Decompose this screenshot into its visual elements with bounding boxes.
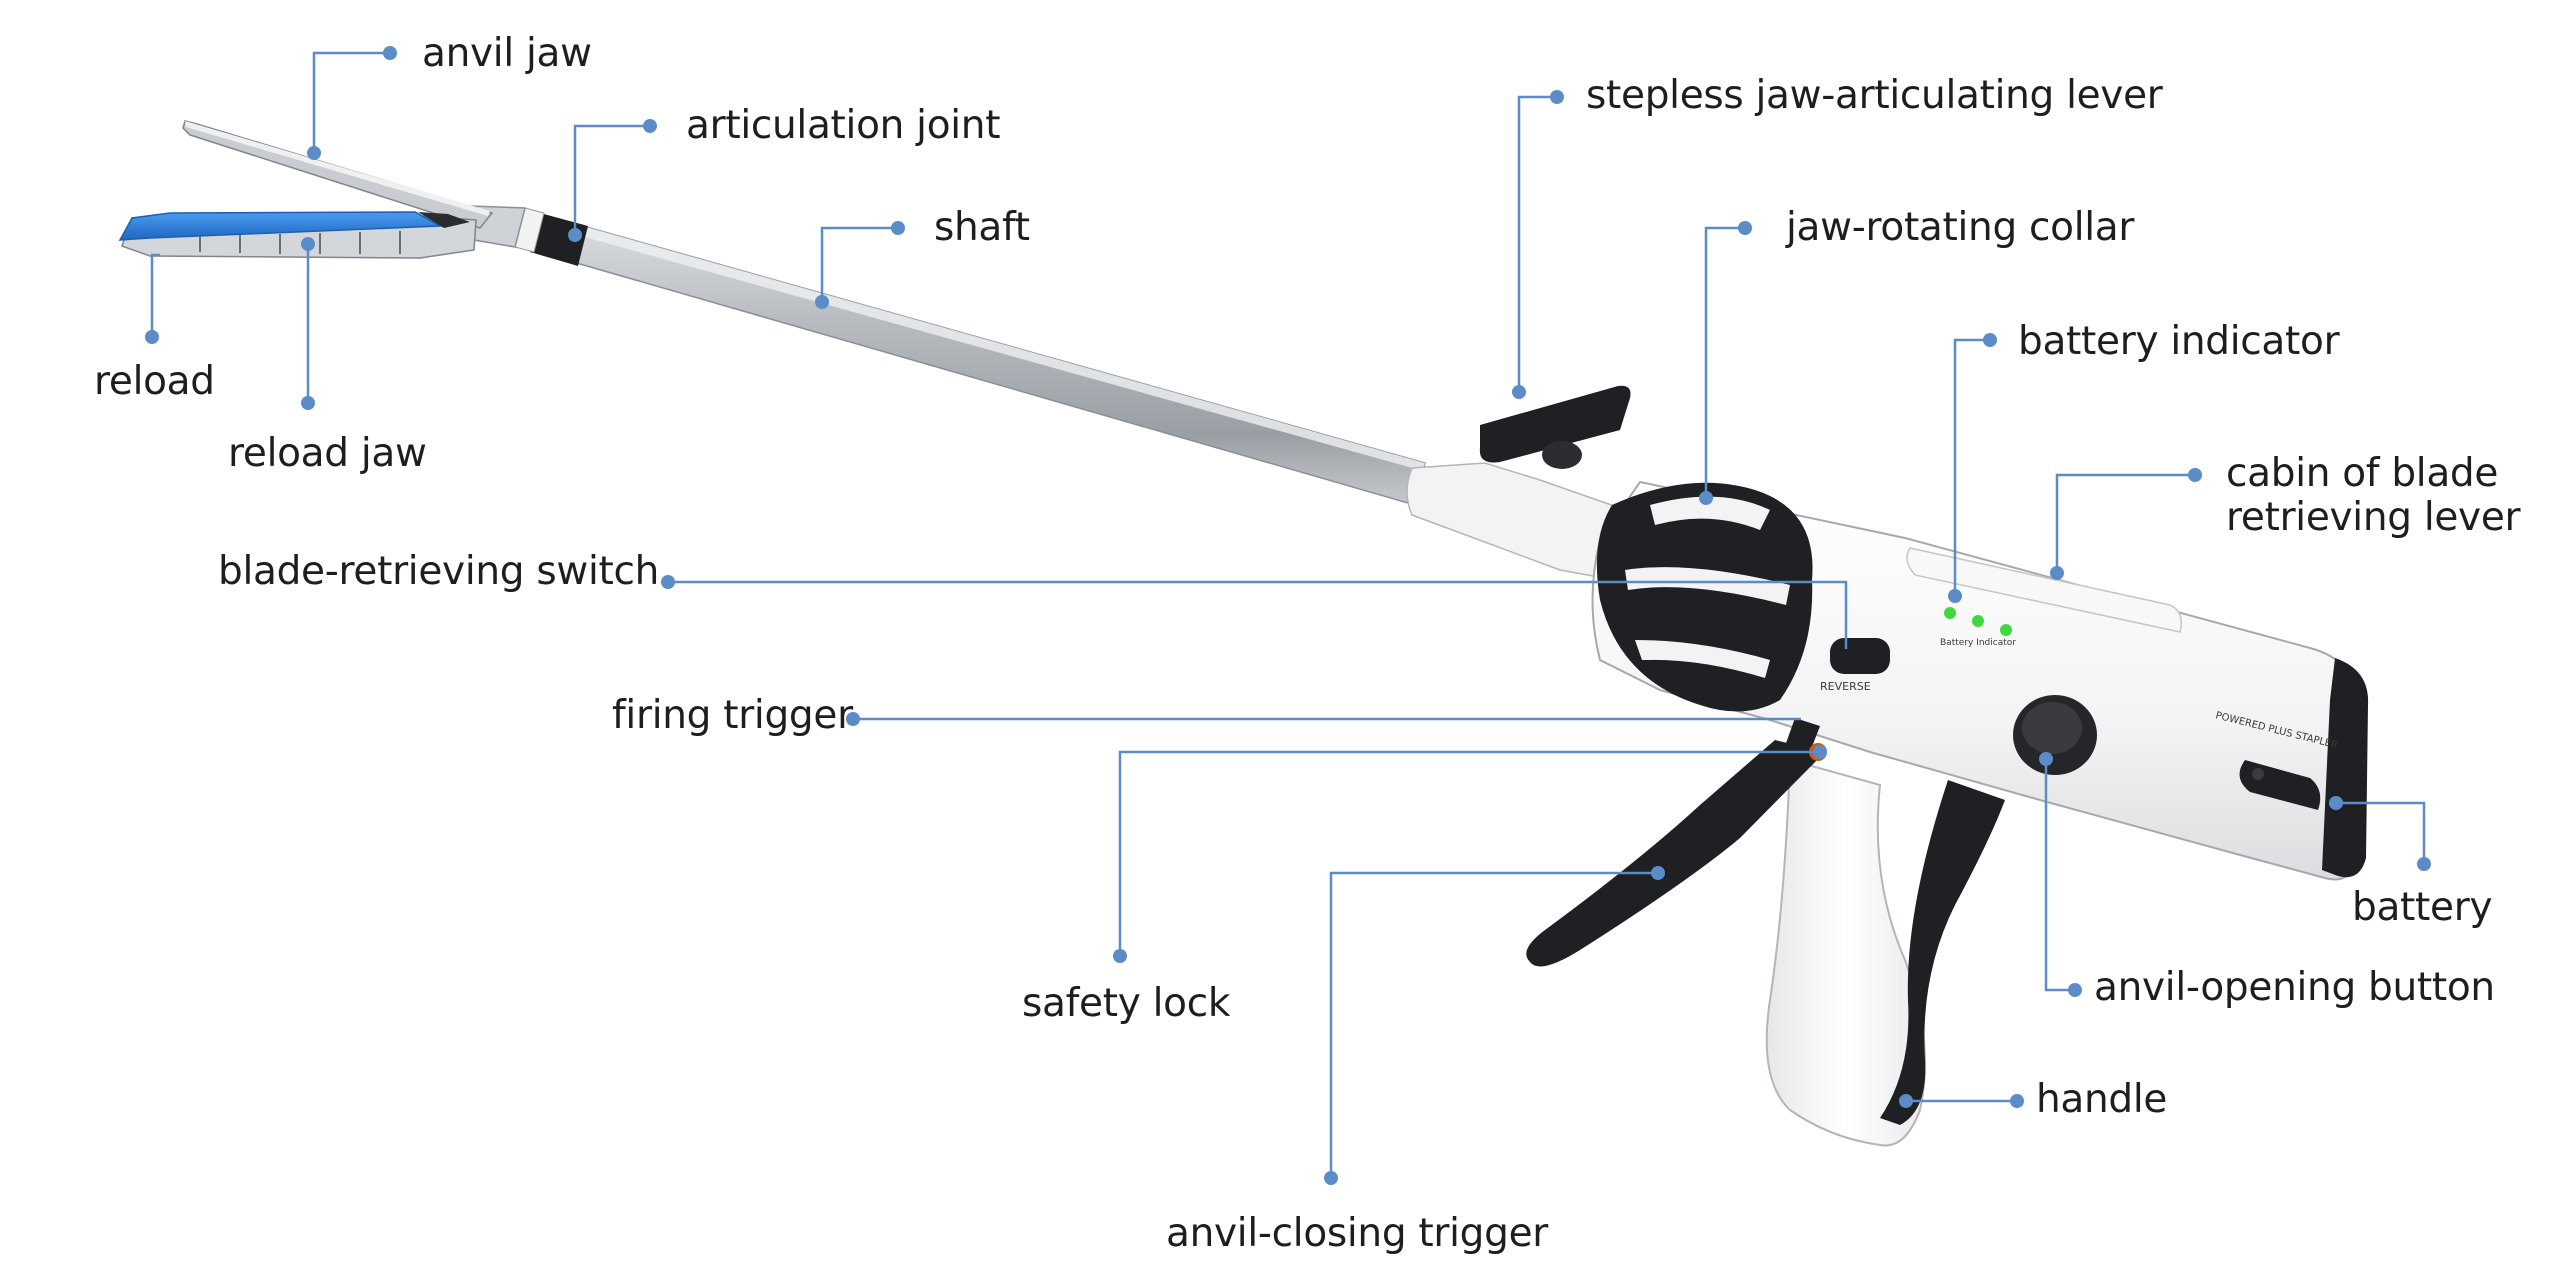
leader-battery-indicator: [1955, 340, 1990, 596]
label-blade-retrieving-switch: blade-retrieving switch: [218, 550, 659, 594]
label-handle: handle: [2036, 1078, 2167, 1122]
leader-dot: [301, 237, 315, 251]
leader-dot: [2417, 857, 2431, 871]
label-battery-indicator: battery indicator: [2018, 320, 2339, 364]
label-anvil-jaw: anvil jaw: [422, 32, 592, 76]
leader-dot: [2010, 1094, 2024, 1108]
leader-safety-lock: [1120, 752, 1820, 956]
label-shaft: shaft: [934, 206, 1030, 250]
leader-dot: [815, 295, 829, 309]
leader-dot: [1324, 1171, 1338, 1185]
leader-dot: [2188, 468, 2202, 482]
label-stepless-lever: stepless jaw-articulating lever: [1586, 74, 2163, 118]
leader-jaw-rotating-collar: [1706, 228, 1745, 498]
leader-dot: [1948, 589, 1962, 603]
leader-shaft: [822, 228, 898, 302]
leader-anvil-jaw: [314, 53, 390, 153]
label-anvil-opening-button: anvil-opening button: [2094, 966, 2495, 1010]
label-jaw-rotating-collar: jaw-rotating collar: [1786, 206, 2134, 250]
leader-anvil-opening-button: [2046, 759, 2075, 990]
label-safety-lock: safety lock: [1022, 982, 1230, 1026]
leader-dot: [643, 119, 657, 133]
label-reload-jaw: reload jaw: [228, 432, 427, 476]
leader-dot: [1651, 866, 1665, 880]
leader-dot: [891, 221, 905, 235]
leader-articulation-joint: [575, 126, 650, 235]
leader-dot: [1738, 221, 1752, 235]
leader-reload: [152, 255, 160, 337]
leader-blade-switch: [668, 582, 1846, 649]
leader-stepless-lever: [1519, 97, 1557, 392]
leader-dot: [1983, 333, 1997, 347]
leader-dot: [1699, 491, 1713, 505]
leader-dot: [1550, 90, 1564, 104]
leader-anvil-closing-trigger: [1331, 873, 1658, 1178]
leader-dot: [661, 575, 675, 589]
leader-dot: [2068, 983, 2082, 997]
leader-dot: [1113, 949, 1127, 963]
leader-dot: [1512, 385, 1526, 399]
label-reload: reload: [94, 360, 215, 404]
leader-dot: [307, 146, 321, 160]
leader-dot: [2050, 566, 2064, 580]
leader-dot: [1899, 1094, 1913, 1108]
label-articulation-joint: articulation joint: [686, 104, 1000, 148]
leader-dot: [2039, 752, 2053, 766]
leader-dot: [2329, 796, 2343, 810]
label-firing-trigger: firing trigger: [612, 694, 853, 738]
leader-dot: [383, 46, 397, 60]
leader-dot: [145, 330, 159, 344]
label-anvil-closing-trigger: anvil-closing trigger: [1166, 1212, 1548, 1256]
leader-dot: [1813, 745, 1827, 759]
leader-dot: [568, 228, 582, 242]
leader-cabin: [2057, 475, 2195, 573]
label-battery: battery: [2352, 886, 2492, 930]
leader-dot: [301, 396, 315, 410]
leader-battery: [2336, 803, 2424, 864]
